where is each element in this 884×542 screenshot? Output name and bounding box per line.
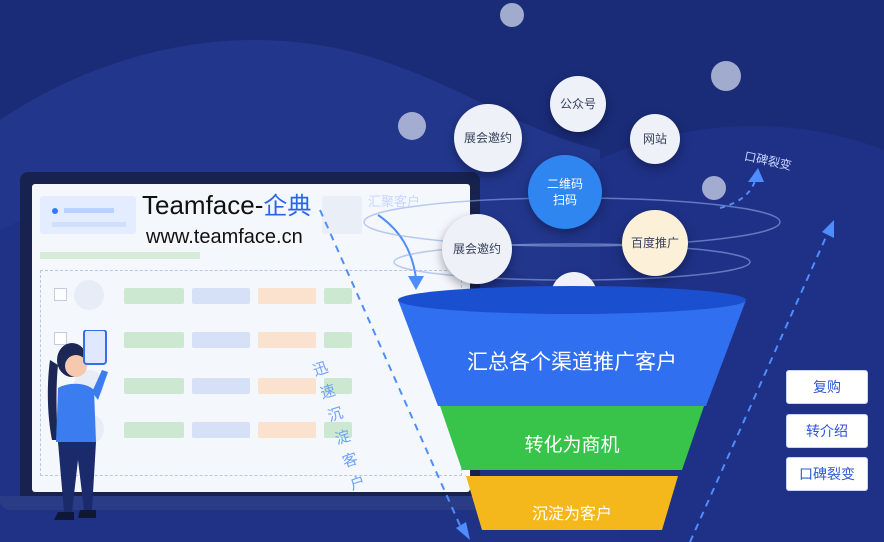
cell bbox=[258, 378, 316, 394]
screen-line bbox=[40, 252, 200, 259]
funnel-stage-3-label: 沉淀为客户 bbox=[531, 504, 612, 523]
cell bbox=[124, 332, 184, 348]
bubble-baidu-ads: 百度推广 bbox=[622, 210, 688, 276]
cell bbox=[324, 422, 352, 438]
cell bbox=[124, 422, 184, 438]
brand-watermark: Teamface-企典 www.teamface.cn bbox=[142, 190, 311, 249]
cell bbox=[192, 422, 250, 438]
row-checkbox bbox=[54, 288, 67, 301]
funnel-stage-1-label: 汇总各个渠道推广客户 bbox=[467, 350, 677, 374]
funnel-stage-2-label: 转化为商机 bbox=[524, 434, 620, 456]
decor-dot bbox=[702, 176, 726, 200]
cell bbox=[258, 288, 316, 304]
cell bbox=[192, 332, 250, 348]
screen-line bbox=[64, 208, 114, 213]
repurchase-button[interactable]: 复购 bbox=[786, 370, 868, 404]
avatar bbox=[74, 280, 104, 310]
bubble-qrcode: 二维码 扫码 bbox=[528, 155, 602, 229]
word-of-mouth-button[interactable]: 口碑裂变 bbox=[786, 457, 868, 491]
table-row bbox=[52, 414, 352, 444]
brand-url: www.teamface.cn bbox=[146, 226, 303, 248]
decor-dot bbox=[398, 112, 426, 140]
decor-dot bbox=[500, 3, 524, 27]
cell bbox=[324, 332, 352, 348]
cell bbox=[324, 288, 352, 304]
row-checkbox bbox=[54, 332, 67, 345]
cell bbox=[124, 288, 184, 304]
person-illustration bbox=[47, 330, 108, 520]
cell bbox=[192, 288, 250, 304]
referral-button[interactable]: 转介绍 bbox=[786, 414, 868, 448]
cell bbox=[258, 422, 316, 438]
table-row bbox=[52, 280, 352, 310]
gather-label: 汇聚客户 bbox=[368, 195, 421, 210]
cell bbox=[192, 378, 250, 394]
bubble-website: 网站 bbox=[630, 114, 680, 164]
decor-dot bbox=[711, 61, 741, 91]
brand-name-cn: 企典 bbox=[263, 192, 312, 220]
brand-title: Teamface-企典 bbox=[142, 190, 311, 221]
screen-card bbox=[40, 196, 136, 234]
screen-line bbox=[52, 222, 126, 227]
screen-dot bbox=[52, 208, 58, 214]
cell bbox=[124, 378, 184, 394]
bubble-wechat-official: 公众号 bbox=[550, 76, 606, 132]
cell bbox=[324, 378, 352, 394]
laptop-base bbox=[0, 496, 505, 510]
bubble-exhibition-2: 展会邀约 bbox=[442, 214, 512, 284]
bubble-exhibition: 展会邀约 bbox=[454, 104, 522, 172]
cell bbox=[258, 332, 316, 348]
table-row bbox=[52, 324, 352, 354]
brand-name: Teamface- bbox=[142, 190, 264, 220]
